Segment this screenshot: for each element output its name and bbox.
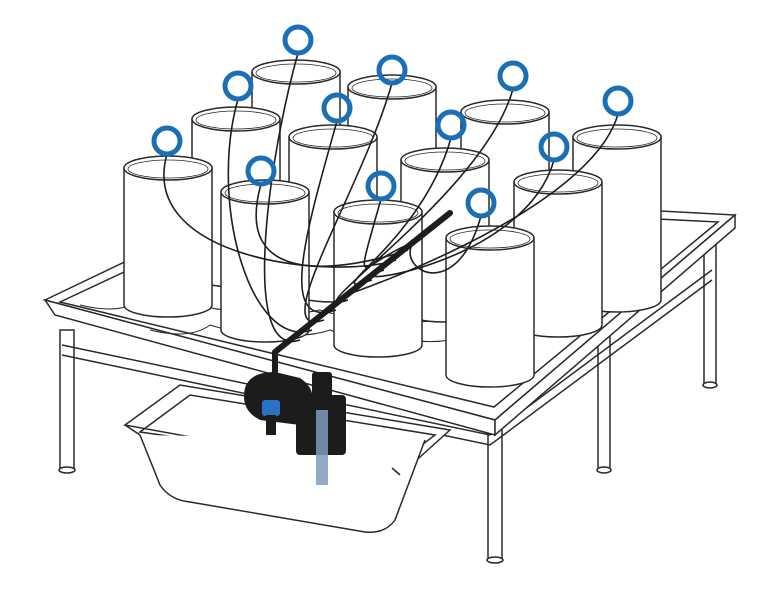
grow-pot — [333, 199, 423, 358]
pump-icon — [244, 372, 346, 485]
dripper-ring-icon — [602, 85, 634, 117]
drip-tube — [255, 183, 409, 267]
table-stand — [58, 239, 718, 564]
drip-tube — [363, 198, 421, 268]
dripper-ring-icon — [538, 131, 570, 163]
grow-pot — [513, 169, 603, 338]
dripper-ring-icon — [465, 187, 497, 219]
dripper-ring-icon — [497, 60, 529, 92]
drip-tube — [263, 52, 301, 343]
dripper-ring-icon — [376, 54, 408, 86]
grow-pot — [445, 225, 535, 388]
drip-tube — [300, 120, 338, 314]
drippers — [151, 24, 634, 219]
drip-tubes — [163, 52, 619, 343]
dripper-ring-icon — [151, 125, 183, 157]
dripper-ring-icon — [321, 92, 353, 124]
drip-tube — [304, 82, 393, 323]
dripper-ring-icon — [282, 24, 314, 56]
dripper-ring-icon — [222, 70, 254, 102]
dripper-ring-icon — [245, 155, 277, 187]
dripper-ring-icon — [365, 170, 397, 202]
reservoir-tub — [123, 384, 452, 533]
grow-pot — [123, 155, 213, 318]
drip-tube — [227, 98, 313, 333]
dripper-ring-icon — [435, 109, 467, 141]
